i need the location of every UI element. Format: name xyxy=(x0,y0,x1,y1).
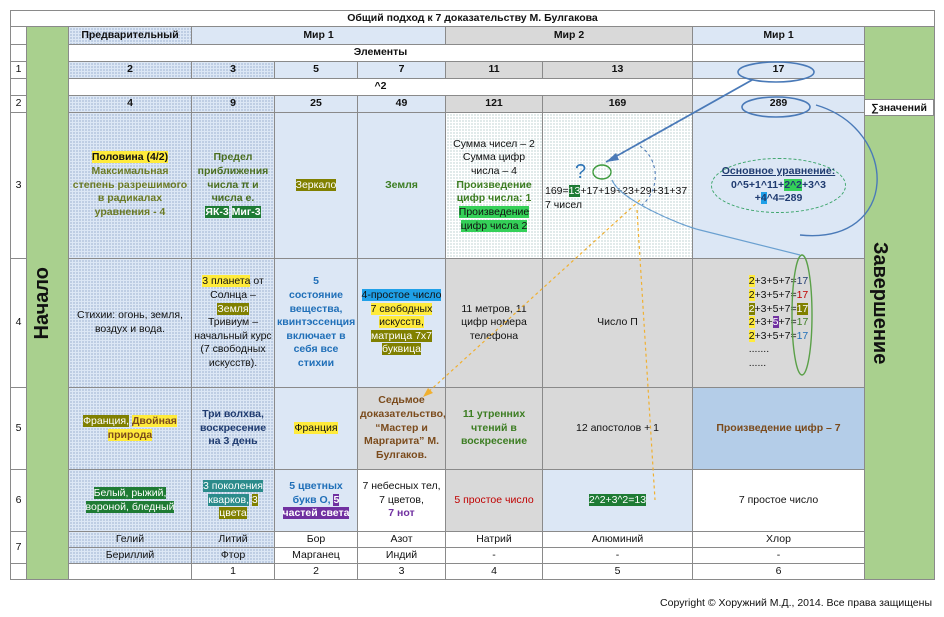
question-mark: ? xyxy=(575,160,587,183)
row-number: 6 xyxy=(10,469,27,532)
element-cell: Хлор xyxy=(692,531,865,548)
element-cell: Бор xyxy=(274,531,358,548)
row-number: 7 xyxy=(10,531,27,564)
element-cell: - xyxy=(542,547,693,564)
power-label: ^2 xyxy=(68,78,693,96)
prime-cell: 3 xyxy=(191,61,275,79)
cell-r5-c6: 12 апостолов + 1 xyxy=(542,387,693,470)
element-cell: - xyxy=(445,547,543,564)
square-cell: 121 xyxy=(445,95,543,113)
row-number: 4 xyxy=(10,258,27,388)
cell-r4-c4: 4-простое число 7 свободных искусств, ма… xyxy=(357,258,446,388)
sum-line: 2+3+5+7=17 xyxy=(748,329,809,342)
cell-r5-c5: 11 утренних чтений в воскресение xyxy=(445,387,543,470)
cell-r3-c1: Половина (4/2) Максимальная степень разр… xyxy=(68,112,192,259)
elements-label: Элементы xyxy=(68,44,693,62)
element-cell: Индий xyxy=(357,547,446,564)
start-label: Начало xyxy=(31,266,53,340)
square-cell: 25 xyxy=(274,95,358,113)
square-cell: 9 xyxy=(191,95,275,113)
square-cell: 289 xyxy=(692,95,865,113)
row-number: 1 xyxy=(10,61,27,79)
element-cell: Азот xyxy=(357,531,446,548)
cell-r6-c2: 3 поколения кварков, 3 цвета xyxy=(191,469,275,532)
cell-r4-c3: 5 состояние вещества, квинтэссенция вклю… xyxy=(274,258,358,388)
column-number: 6 xyxy=(692,563,865,580)
prime-cell: 7 xyxy=(357,61,446,79)
prime-cell: 2 xyxy=(68,61,192,79)
row-number: 5 xyxy=(10,387,27,470)
sum-line: 2+3+5+7=17 xyxy=(748,288,809,301)
prime-cell: 11 xyxy=(445,61,543,79)
column-number: 1 xyxy=(191,563,275,580)
cell-r6-c4: 7 небесных тел, 7 цветов,7 нот xyxy=(357,469,446,532)
cell-r6-c1: Белый, рыжий, вороной, бледный xyxy=(68,469,192,532)
cell-r6-c5: 5 простое число xyxy=(445,469,543,532)
cell-r3-c2: Предел приближения числа π и числа е. ЯК… xyxy=(191,112,275,259)
sum-dots: ....... xyxy=(748,343,770,356)
element-cell: Фтор xyxy=(191,547,275,564)
element-cell: Марганец xyxy=(274,547,358,564)
cell-r3-c6: ? 169=13+17+19+23+29+31+37 7 чисел xyxy=(542,112,693,259)
cell-r3-c3: Зеркало xyxy=(274,112,358,259)
element-cell: - xyxy=(692,547,865,564)
copyright: Copyright © Хоружний М.Д., 2014. Все пра… xyxy=(660,597,932,609)
sum-dots: ...... xyxy=(748,357,767,370)
column-number: 5 xyxy=(542,563,693,580)
prime-cell: 13 xyxy=(542,61,693,79)
element-cell: Гелий xyxy=(68,531,192,548)
element-cell: Натрий xyxy=(445,531,543,548)
column-number: 4 xyxy=(445,563,543,580)
sum-line: 2+3+5+7=17 xyxy=(748,275,809,288)
main-equation: Основное уравнение: 0^5+1^11+2^2+3^3 +4^… xyxy=(710,158,847,213)
start-label-cell: Начало xyxy=(26,26,69,580)
cell-r5-c3: Франция xyxy=(274,387,358,470)
element-cell: Бериллий xyxy=(68,547,192,564)
cell-r6-c7: 7 простое число xyxy=(692,469,865,532)
header-world1b: Мир 1 xyxy=(692,26,865,45)
cell-r3-c7: Основное уравнение: 0^5+1^11+2^2+3^3 +4^… xyxy=(692,112,865,259)
square-cell: 169 xyxy=(542,95,693,113)
cell-r3-c4: Земля xyxy=(357,112,446,259)
row-number: 3 xyxy=(10,112,27,259)
cell-r5-c7: Произведение цифр – 7 xyxy=(692,387,865,470)
sum-line: 2+3+5+7=17 xyxy=(748,302,809,315)
column-number: 3 xyxy=(357,563,446,580)
prime-cell: 17 xyxy=(692,61,865,79)
sum-line: 2+3+5+7=17 xyxy=(748,316,809,329)
cell-r4-c6: Число П xyxy=(542,258,693,388)
page-title: Общий подход к 7 доказательству М. Булга… xyxy=(9,10,936,27)
column-number: 2 xyxy=(274,563,358,580)
header-pre: Предварительный xyxy=(68,26,192,45)
prime-cell: 5 xyxy=(274,61,358,79)
cell-r4-c1: Стихии: огонь, земля, воздух и вода. xyxy=(68,258,192,388)
cell-r6-c6: 2^2+3^2=13 xyxy=(542,469,693,532)
header-world2: Мир 2 xyxy=(445,26,693,45)
cell-r5-c2: Три волхва, воскресение на 3 день xyxy=(191,387,275,470)
row-number: 2 xyxy=(10,95,27,113)
header-world1: Мир 1 xyxy=(191,26,446,45)
cell-r5-c1: Франция, Двойная природа xyxy=(68,387,192,470)
cell-r4-c5: 11 метров, 11 цифр номера телефона xyxy=(445,258,543,388)
square-cell: 4 xyxy=(68,95,192,113)
cell-r3-c5: Сумма чисел – 2 Сумма цифр числа – 4 Про… xyxy=(445,112,543,259)
end-label: Завершение xyxy=(869,241,891,365)
sum-label: ∑значений xyxy=(864,99,934,116)
cell-r5-c4: Седьмое доказательство, “Мастер и Маргар… xyxy=(357,387,446,470)
element-cell: Алюминий xyxy=(542,531,693,548)
square-cell: 49 xyxy=(357,95,446,113)
proof-table: Общий подход к 7 доказательству М. Булга… xyxy=(9,10,936,580)
cell-r4-c2: 3 планета от Солнца – Земля Тривиум – на… xyxy=(191,258,275,388)
element-cell: Литий xyxy=(191,531,275,548)
